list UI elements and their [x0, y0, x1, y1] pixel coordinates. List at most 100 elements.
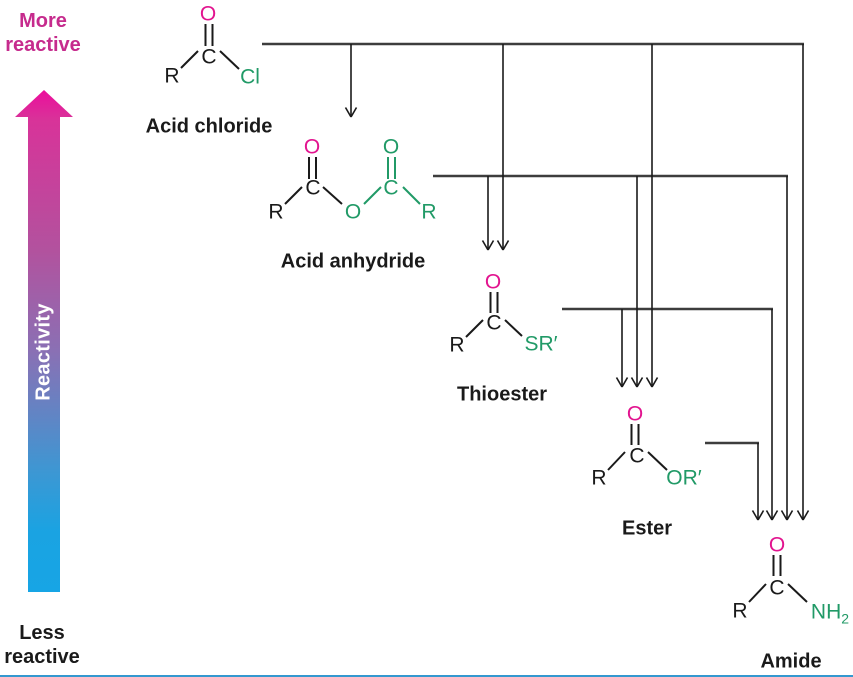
arrow-head-left: [630, 377, 638, 388]
atom-subscript: 2: [841, 610, 850, 627]
arrow-acid-chloride-to-ester: [645, 44, 659, 388]
more-reactive-label: More reactive: [5, 10, 81, 56]
arrow-head-right: [651, 377, 659, 388]
atom-symbol: C: [383, 176, 399, 200]
arrow-head-right: [802, 510, 810, 521]
atom-symbol: OR′: [666, 466, 702, 490]
arrow-acid-chloride-to-acid-anhydride: [344, 44, 358, 118]
arrow-head-left: [765, 510, 773, 521]
acid-anhydride-atom: C: [383, 178, 398, 199]
arrow-head-left: [344, 107, 352, 118]
atom-symbol: NH: [810, 600, 842, 624]
atom-symbol: O: [484, 270, 502, 294]
thioester-label: Thioester: [456, 383, 548, 406]
arrow-thioester-to-amide: [765, 309, 779, 521]
acid-anhydride-bond: [322, 186, 343, 205]
amide-atom: R: [732, 601, 747, 622]
amide-atom: O: [769, 535, 785, 556]
ester-atom: OR′: [666, 468, 701, 489]
gradient-arrow-shape: [15, 90, 73, 592]
atom-symbol: C: [201, 45, 217, 69]
arrow-head-right: [350, 107, 358, 118]
arrow-head-left: [496, 240, 504, 251]
thioester-atom: O: [485, 272, 501, 293]
atom-symbol: O: [199, 2, 217, 26]
amide-atom: C: [769, 578, 784, 599]
acid-chloride-bond: [219, 50, 240, 70]
atom-symbol: O: [382, 135, 400, 159]
thioester-atom: C: [486, 313, 501, 334]
arrow-acid-anhydride-to-amide: [780, 176, 794, 521]
arrow-acid-chloride-to-amide: [796, 44, 810, 521]
arrow-head-right: [621, 377, 629, 388]
arrow-acid-anhydride-to-ester: [630, 176, 644, 388]
acid-anhydride-atom: O: [383, 137, 399, 158]
arrow-head-right: [786, 510, 794, 521]
atom-symbol: R: [449, 333, 465, 357]
arrow-head-left: [796, 510, 804, 521]
amide-atom: NH2: [810, 600, 849, 626]
acid-chloride-atom: R: [164, 66, 179, 87]
atom-symbol: R: [268, 200, 284, 224]
arrow-head-left: [615, 377, 623, 388]
arrow-ester-to-amide: [751, 443, 765, 521]
acid-anhydride-atom: R: [421, 202, 436, 223]
acid-chloride-atom: O: [200, 4, 216, 25]
arrow-head-right: [487, 240, 495, 251]
amide-label: Amide: [760, 650, 822, 673]
arrow-head-left: [751, 510, 759, 521]
thioester-atom: SR′: [524, 334, 557, 355]
atom-symbol: C: [305, 176, 321, 200]
arrow-head-left: [780, 510, 788, 521]
amide-bond: [748, 583, 767, 603]
atom-symbol: SR′: [524, 332, 558, 356]
acid-anhydride-atom: C: [305, 178, 320, 199]
acid-anhydride-label: Acid anhydride: [280, 250, 426, 273]
acid-chloride-bond: [180, 50, 199, 69]
atom-symbol: C: [486, 311, 502, 335]
arrow-thioester-to-ester: [615, 309, 629, 388]
acid-anhydride-atom: R: [268, 202, 283, 223]
atom-symbol: O: [768, 533, 786, 557]
arrow-head-right: [771, 510, 779, 521]
ester-bond: [607, 451, 626, 471]
ester-label: Ester: [621, 517, 673, 540]
arrow-head-left: [645, 377, 653, 388]
atom-symbol: R: [732, 599, 748, 623]
bottom-border-line: [0, 674, 853, 677]
atom-symbol: C: [629, 444, 645, 468]
atom-symbol: R: [591, 466, 607, 490]
arrow-head-right: [636, 377, 644, 388]
arrow-head-right: [757, 510, 765, 521]
acid-anhydride-atom: O: [345, 202, 361, 223]
acid-anhydride-bond: [284, 186, 303, 205]
ester-bond: [647, 451, 668, 471]
acid-anhydride-atom: O: [304, 137, 320, 158]
amide-bond: [787, 583, 808, 603]
thioester-bond: [465, 319, 484, 338]
thioester-bond: [504, 319, 523, 337]
ester-atom: R: [591, 468, 606, 489]
thioester-atom: R: [449, 335, 464, 356]
acid-chloride-atom: C: [201, 47, 216, 68]
reactivity-axis-label: Reactivity: [32, 303, 55, 401]
atom-symbol: R: [164, 64, 180, 88]
ester-atom: C: [629, 446, 644, 467]
arrow-acid-anhydride-to-thioester: [481, 176, 495, 251]
atom-symbol: O: [344, 200, 362, 224]
less-reactive-label: Less reactive: [4, 622, 80, 668]
atom-symbol: R: [421, 200, 437, 224]
arrow-head-left: [481, 240, 489, 251]
ester-atom: O: [627, 404, 643, 425]
atom-symbol: Cl: [240, 65, 260, 89]
atom-symbol: O: [626, 402, 644, 426]
acid-anhydride-bond: [363, 186, 382, 205]
acid-chloride-label: Acid chloride: [145, 115, 273, 138]
atom-symbol: O: [303, 135, 321, 159]
arrow-head-right: [502, 240, 510, 251]
atom-symbol: C: [769, 576, 785, 600]
acid-chloride-atom: Cl: [240, 67, 260, 88]
